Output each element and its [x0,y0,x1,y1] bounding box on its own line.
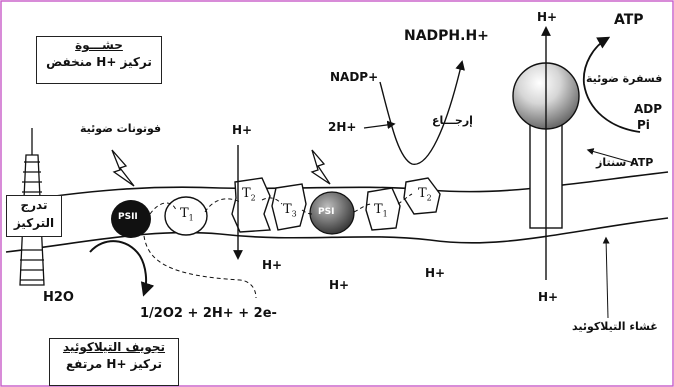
membrane-label: غشاء التيلاكوئيد [572,320,658,333]
electron-supply-line [143,235,257,299]
water-products-label: 1/2O2 + 2H+ + 2e- [140,306,277,321]
h-mid-right-label: H+ [425,266,446,280]
stroma-box: حشـــوة تركيز +H منخفض [36,36,162,84]
h-mid-center-label: H+ [329,278,350,292]
psii-label: PSII [118,212,138,222]
psi-label: PSI [318,207,335,217]
t1-right-protein [365,187,401,231]
stroma-subtitle: تركيز +H منخفض [46,55,152,69]
h-top-label: H+ [232,123,253,137]
lumen-subtitle: تركيز +H مرتفع [65,357,162,371]
gradient-line2: التركيز [13,216,55,230]
t1-left-protein [164,196,208,236]
two-h-arrow [363,120,396,130]
psii-complex [111,200,151,238]
stroma-title: حشـــوة [75,38,123,52]
h-synthase-top-label: H+ [537,10,558,24]
electron-path [149,193,413,215]
t2-right-protein [403,177,441,215]
atp-synthase-label: ATP سنتاز [596,156,654,169]
t1-right-label: T1 [374,202,388,219]
membrane-pointer [602,236,610,319]
reduction-label: إرجـــاع [432,114,473,127]
phosphorylation-label: فسفرة ضوئية [586,72,663,85]
adp-label: ADP [634,102,663,116]
phosphorylation-arrow [582,36,641,133]
lightning-icon-psii [111,149,135,187]
lumen-box: تجويف التيلاكوئيد تركيز +H مرتفع [49,338,179,386]
t2-left-label: T2 [242,186,256,203]
lightning-icon-psi [310,149,331,185]
membrane-lower-line [5,217,669,253]
nadp-label: NADP+ [330,70,379,84]
t3-label: T3 [283,202,297,219]
water-label: H2O [43,290,74,305]
gradient-line1: تدرج [20,198,48,212]
t2-left-protein [231,177,271,233]
h-bottom-right-label: H+ [538,290,559,304]
gradient-box: تدرج التركيز [6,195,62,237]
t1-left-label: T1 [180,206,194,223]
t3-protein [271,183,307,231]
pi-label: Pi [637,118,650,132]
lumen-title: تجويف التيلاكوئيد [62,340,166,354]
psi-complex [309,191,355,235]
t2-right-label: T2 [418,186,432,203]
h-mid-left-label: H+ [262,258,283,272]
nadp-reduction-arrow [379,60,465,165]
atp-synthase-pointer [586,148,635,164]
nadph-label: NADPH.H+ [404,28,489,44]
photons-label: فوتونات ضوئية [80,122,162,135]
atp-top-label: ATP [614,12,644,28]
two-h-label: 2H+ [328,120,357,134]
water-split-arrow [89,240,155,297]
